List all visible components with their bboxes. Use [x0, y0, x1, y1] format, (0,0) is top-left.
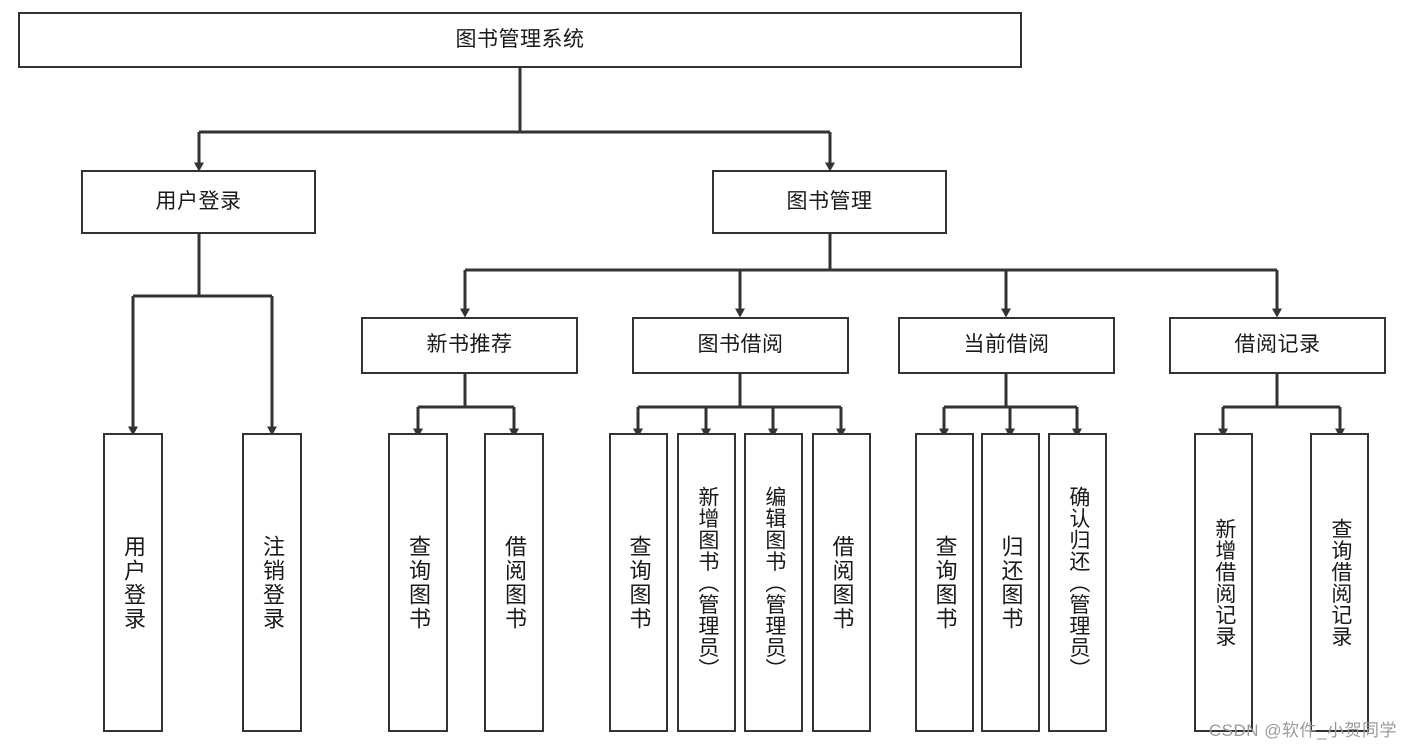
node-leaf-edit-book[interactable]: 编辑图书（管理员） [744, 433, 803, 732]
node-leaf-add-record[interactable]: 新增借阅记录 [1194, 433, 1253, 732]
node-leaf-query-book-1-label: 查询图书 [405, 534, 431, 631]
node-leaf-query-book-3-label: 查询图书 [932, 534, 958, 631]
node-leaf-edit-book-label: 编辑图书（管理员） [762, 485, 786, 680]
node-leaf-borrow-book-2[interactable]: 借阅图书 [812, 433, 871, 732]
node-current-borrow[interactable]: 当前借阅 [898, 317, 1115, 374]
node-leaf-query-book-1[interactable]: 查询图书 [388, 433, 448, 732]
node-root-label: 图书管理系统 [455, 27, 585, 51]
node-leaf-user-login[interactable]: 用户登录 [103, 433, 163, 732]
node-leaf-confirm-return-label: 确认归还（管理员） [1066, 485, 1090, 680]
node-leaf-borrow-book-2-label: 借阅图书 [829, 534, 855, 631]
node-leaf-borrow-book-1[interactable]: 借阅图书 [484, 433, 544, 732]
node-leaf-borrow-book-1-label: 借阅图书 [501, 534, 527, 631]
node-leaf-logout[interactable]: 注销登录 [242, 433, 302, 732]
node-leaf-query-record-label: 查询借阅记录 [1328, 518, 1352, 647]
node-book-manage[interactable]: 图书管理 [712, 170, 947, 234]
node-new-book-recommend-label: 新书推荐 [426, 333, 513, 357]
node-leaf-query-record[interactable]: 查询借阅记录 [1310, 433, 1369, 732]
node-borrow-record-label: 借阅记录 [1234, 333, 1321, 357]
node-leaf-add-record-label: 新增借阅记录 [1212, 518, 1236, 647]
node-leaf-confirm-return[interactable]: 确认归还（管理员） [1048, 433, 1107, 732]
node-leaf-return-book[interactable]: 归还图书 [981, 433, 1040, 732]
node-book-borrow[interactable]: 图书借阅 [632, 317, 849, 374]
node-leaf-query-book-3[interactable]: 查询图书 [915, 433, 974, 732]
node-leaf-logout-label: 注销登录 [259, 534, 285, 631]
node-leaf-user-login-label: 用户登录 [120, 534, 146, 631]
node-leaf-add-book[interactable]: 新增图书（管理员） [677, 433, 736, 732]
node-book-manage-label: 图书管理 [786, 189, 873, 213]
node-user-login[interactable]: 用户登录 [81, 170, 316, 234]
node-leaf-query-book-2-label: 查询图书 [626, 534, 652, 631]
node-user-login-label: 用户登录 [155, 189, 242, 213]
node-borrow-record[interactable]: 借阅记录 [1169, 317, 1386, 374]
node-leaf-query-book-2[interactable]: 查询图书 [609, 433, 668, 732]
node-root[interactable]: 图书管理系统 [18, 12, 1022, 68]
node-new-book-recommend[interactable]: 新书推荐 [361, 317, 578, 374]
watermark: CSDN @软件_小贺同学 [1208, 721, 1397, 740]
node-leaf-add-book-label: 新增图书（管理员） [695, 485, 719, 680]
node-book-borrow-label: 图书借阅 [697, 333, 784, 357]
node-leaf-return-book-label: 归还图书 [998, 534, 1024, 631]
node-current-borrow-label: 当前借阅 [963, 333, 1050, 357]
